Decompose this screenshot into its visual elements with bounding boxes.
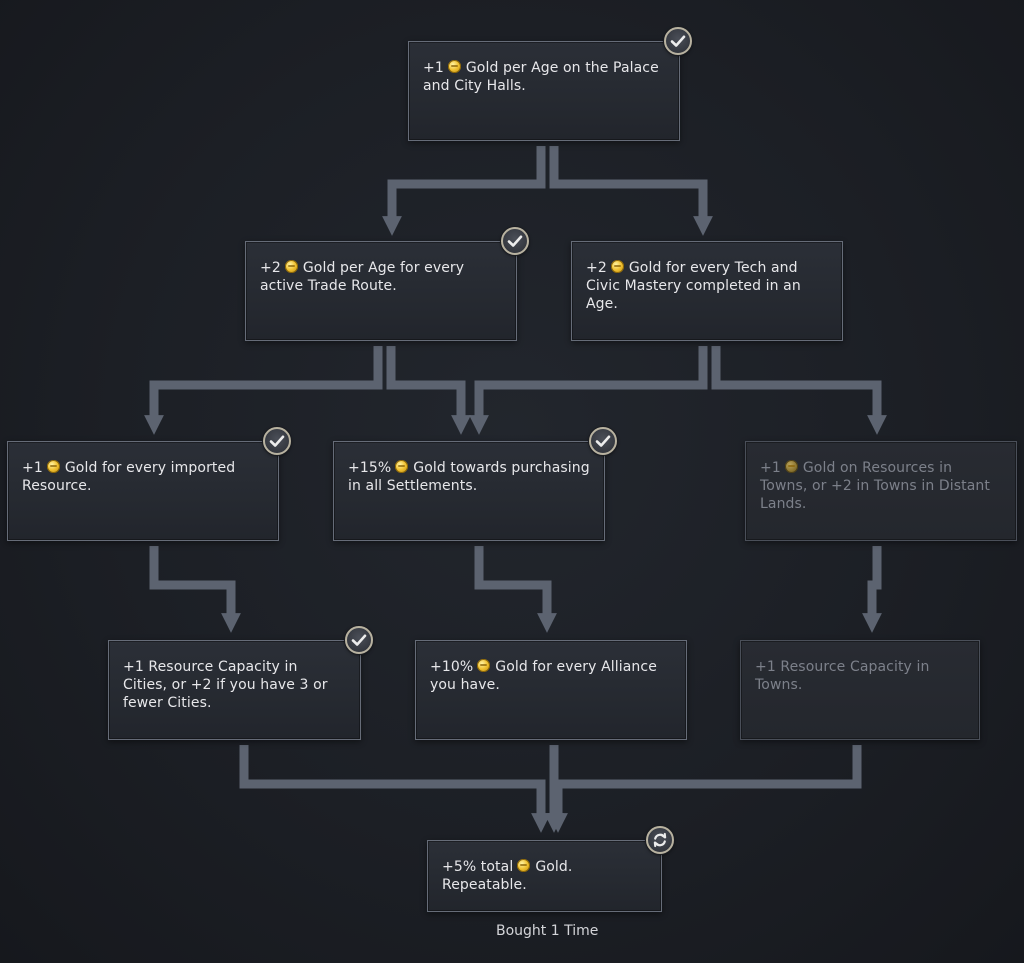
gold-coin-icon [517,859,531,872]
node-resource-capacity-towns[interactable]: +1 Resource Capacity in Towns. [740,640,980,740]
bought-count-label: Bought 1 Time [496,923,599,939]
connector-towns-capacity-towns [862,546,882,633]
node-description: +1 Resource Capacity in Cities, or +2 if… [123,659,328,711]
checkmark-icon [345,626,373,654]
connector-palace-tech-civic [549,146,713,236]
node-prefix: +10% [430,659,474,675]
node-prefix: +1 [22,460,43,476]
node-prefix: +1 [760,460,781,476]
checkmark-icon [664,27,692,55]
node-alliance-gold[interactable]: +10%Gold for every Alliance you have. [415,640,687,740]
gold-coin-icon [447,60,461,73]
node-description: Gold for every Tech and Civic Mastery co… [586,260,801,312]
node-description: Gold per Age for every active Trade Rout… [260,260,465,294]
node-description: Gold for every Alliance you have. [430,659,657,693]
gold-coin-icon [784,460,798,473]
connector-capacity-towns-total [548,745,862,833]
node-description: Gold for every imported Resource. [22,460,236,494]
gold-coin-icon [284,260,298,273]
connector-purchasing-alliance [474,546,557,633]
connector-tech-civic-purchasing [469,346,708,435]
node-description: Gold towards purchasing in all Settlemen… [348,460,590,494]
node-prefix: +2 [586,260,607,276]
gold-coin-icon [395,460,409,473]
checkmark-icon [263,427,291,455]
node-description: +1 Resource Capacity in Towns. [755,659,930,693]
connector-trade-route-purchasing [386,346,471,435]
node-description: Gold on Resources in Towns, or +2 in Tow… [760,460,990,512]
connector-tech-civic-towns [711,346,887,435]
node-description: Gold. Repeatable. [442,859,573,893]
connector-imported-capacity-cities [149,546,241,633]
node-prefix: +5% total [442,859,514,875]
node-description: Gold per Age on the Palace and City Hall… [423,60,659,94]
node-purchasing-gold[interactable]: +15%Gold towards purchasing in all Settl… [333,441,605,541]
checkmark-icon [501,227,529,255]
gold-coin-icon [610,260,624,273]
connector-trade-route-imported [144,346,383,435]
gold-coin-icon [46,460,60,473]
node-prefix: +1 [423,60,444,76]
repeat-icon [646,826,674,854]
gold-coin-icon [477,659,491,672]
connector-capacity-cities-total [239,745,551,833]
node-prefix: +15% [348,460,392,476]
node-prefix: +2 [260,260,281,276]
checkmark-icon [589,427,617,455]
node-resource-capacity-cities[interactable]: +1 Resource Capacity in Cities, or +2 if… [108,640,361,740]
connector-palace-trade-route [382,146,546,236]
